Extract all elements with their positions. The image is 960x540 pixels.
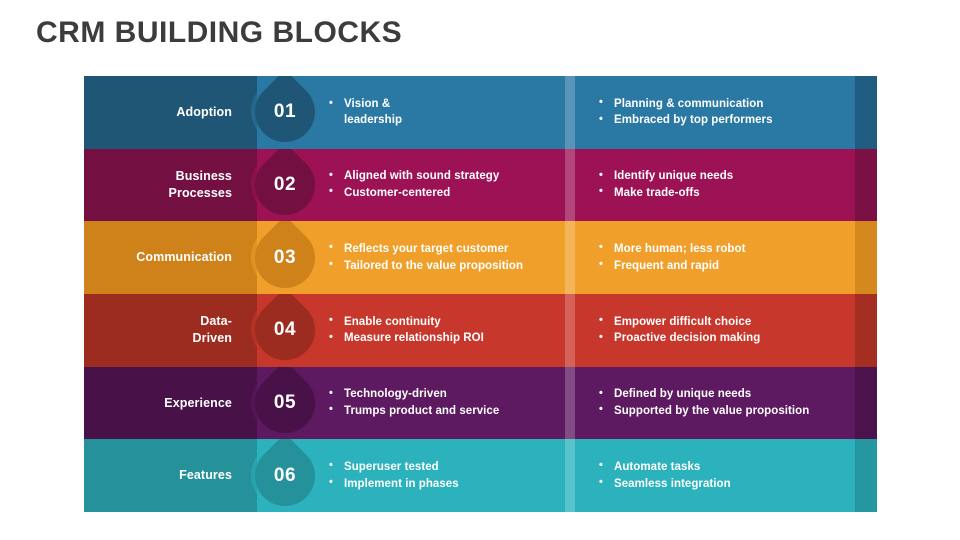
step-number: 05 bbox=[273, 391, 297, 413]
bullet-item: leadership bbox=[344, 113, 403, 126]
bullet-list-right: Empower difficult choiceProactive decisi… bbox=[598, 294, 877, 367]
row-label-04: Data- Driven bbox=[192, 314, 232, 346]
bullet-item: Enable continuity bbox=[328, 313, 560, 331]
column-divider-strip bbox=[565, 366, 575, 440]
row-label-panel bbox=[84, 439, 257, 512]
bullet-list-right: Planning & communicationEmbraced by top … bbox=[598, 76, 877, 149]
step-teardrop-icon: 02 bbox=[237, 148, 331, 222]
building-block-row[interactable]: Communication 03 Reflects your target cust… bbox=[84, 221, 877, 294]
row-label-06: Features bbox=[179, 468, 232, 483]
step-teardrop-icon: 03 bbox=[237, 221, 331, 294]
row-label-01: Adoption bbox=[176, 104, 232, 119]
row-label-panel bbox=[84, 148, 257, 222]
bullet-item: Make trade-offs bbox=[598, 184, 877, 202]
row-label-panel bbox=[84, 293, 257, 367]
bullet-item: More human; less robot bbox=[598, 240, 877, 258]
bullet-item: Technology-driven bbox=[328, 386, 560, 403]
bullet-list-left: Reflects your target customerTailored to… bbox=[328, 221, 560, 294]
bullet-item: Measure relationship ROI bbox=[328, 330, 560, 347]
building-block-row[interactable]: Features 06 Superuser testedImplement in p… bbox=[84, 439, 877, 512]
row-label-05: Experience bbox=[164, 395, 232, 410]
bullet-item: Vision & bbox=[328, 96, 560, 113]
bullet-item: Automate tasks bbox=[598, 458, 877, 476]
step-teardrop-icon: 05 bbox=[237, 366, 331, 440]
bullet-item: Embraced by top performers bbox=[598, 112, 877, 129]
bullet-list-right: Defined by unique needsSupported by the … bbox=[598, 367, 877, 440]
column-divider-strip bbox=[565, 76, 575, 149]
bullet-list-left: Vision &leadership bbox=[328, 76, 560, 149]
step-teardrop-icon: 06 bbox=[237, 439, 331, 512]
column-divider-strip bbox=[565, 148, 575, 222]
bullet-item: Planning & communication bbox=[598, 95, 877, 113]
bullet-item: Superuser tested bbox=[328, 458, 560, 476]
bullet-item: Customer-centered bbox=[328, 184, 560, 202]
bullet-list-left: Technology-drivenTrumps product and serv… bbox=[328, 367, 560, 440]
step-number: 03 bbox=[273, 246, 297, 268]
crm-building-blocks-diagram: Adoption 01 Vision &leadership Planning & c… bbox=[84, 76, 877, 512]
row-label-02: Business Processes bbox=[168, 169, 232, 200]
bullet-item: Empower difficult choice bbox=[598, 313, 877, 331]
step-teardrop-icon: 01 bbox=[237, 76, 331, 149]
building-block-row[interactable]: Experience 05 Technology-drivenTrumps prod… bbox=[84, 366, 877, 440]
bullet-item: Implement in phases bbox=[328, 475, 560, 493]
row-label-03: Communication bbox=[136, 250, 232, 265]
bullet-item: Reflects your target customer bbox=[328, 240, 560, 258]
bullet-item: Aligned with sound strategy bbox=[328, 168, 560, 185]
step-teardrop-icon: 04 bbox=[237, 293, 331, 367]
building-block-row[interactable]: Business Processes 02 Aligned with sound s… bbox=[84, 148, 877, 222]
building-block-row[interactable]: Data- Driven 04 Enable continuityMeasure r… bbox=[84, 293, 877, 367]
column-divider-strip bbox=[565, 293, 575, 367]
bullet-item: Trumps product and service bbox=[328, 402, 560, 420]
building-block-row[interactable]: Adoption 01 Vision &leadership Planning & c… bbox=[84, 76, 877, 149]
page-title: CRM BUILDING BLOCKS bbox=[36, 16, 403, 49]
bullet-list-right: Automate tasksSeamless integration bbox=[598, 439, 877, 512]
bullet-list-left: Superuser testedImplement in phases bbox=[328, 439, 560, 512]
bullet-item: Identify unique needs bbox=[598, 168, 877, 185]
bullet-item: Supported by the value proposition bbox=[598, 402, 877, 420]
bullet-list-right: Identify unique needsMake trade-offs bbox=[598, 149, 877, 222]
bullet-list-left: Aligned with sound strategyCustomer-cent… bbox=[328, 149, 560, 222]
bullet-item: Proactive decision making bbox=[598, 330, 877, 347]
row-label-panel bbox=[84, 221, 257, 294]
row-label-panel bbox=[84, 366, 257, 440]
column-divider-strip bbox=[565, 221, 575, 294]
row-label-panel bbox=[84, 76, 257, 149]
step-number: 02 bbox=[273, 173, 297, 195]
bullet-item: Seamless integration bbox=[598, 475, 877, 493]
bullet-item: Defined by unique needs bbox=[598, 386, 877, 403]
step-number: 04 bbox=[273, 319, 297, 341]
column-divider-strip bbox=[565, 439, 575, 512]
step-number: 06 bbox=[273, 464, 297, 486]
bullet-item: Tailored to the value proposition bbox=[328, 257, 560, 275]
bullet-item: Frequent and rapid bbox=[598, 257, 877, 275]
bullet-list-left: Enable continuityMeasure relationship RO… bbox=[328, 294, 560, 367]
step-number: 01 bbox=[273, 101, 297, 123]
bullet-list-right: More human; less robotFrequent and rapid bbox=[598, 221, 877, 294]
